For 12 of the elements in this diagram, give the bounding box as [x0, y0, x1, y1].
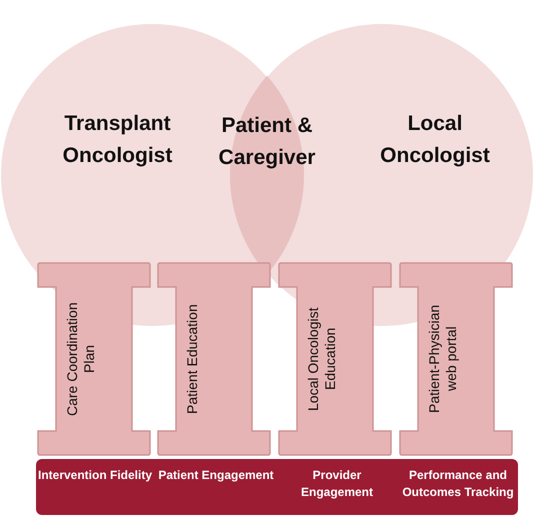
pillar-label: Care Coordination Plan: [64, 301, 98, 418]
circle-label: Local Oncologist: [379, 111, 491, 168]
circle-label: Transplant Oncologist: [62, 111, 174, 168]
pillar-label: Patient Education: [184, 303, 201, 416]
band-label: Performance and Outcomes Tracking: [401, 467, 515, 502]
circle-label: Patient & Caregiver: [218, 113, 316, 170]
pillar-label: Patient-Physician web portal: [426, 304, 460, 416]
band-label: Provider Engagement: [300, 467, 374, 502]
band-label: Patient Engagement: [157, 467, 275, 484]
band-label: Intervention Fidelity: [36, 467, 153, 484]
base-band: [36, 459, 518, 515]
pillar-label: Local Oncologist Education: [305, 306, 339, 413]
